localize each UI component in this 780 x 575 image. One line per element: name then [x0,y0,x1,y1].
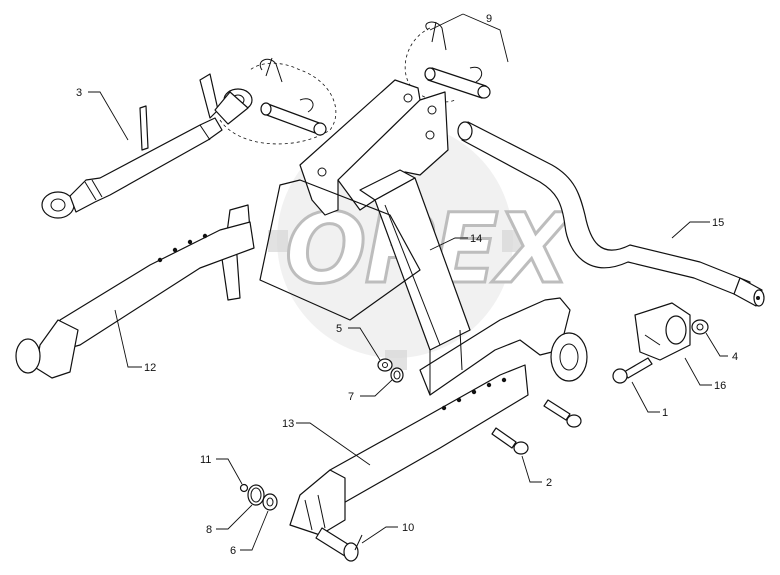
callout-7: 7 [348,391,354,403]
callout-labels: 3 9 15 14 12 13 5 7 4 16 1 2 11 8 6 10 [76,13,738,557]
clamp-block-part-16 [634,302,691,361]
bolt-part-1 [612,357,653,384]
lower-pin-part-10 [315,527,363,562]
washer-part-7 [390,367,404,383]
callout-12: 12 [144,362,156,374]
callout-16: 16 [714,380,726,392]
bolts-part-2 [491,399,582,455]
headstock-frame-part-14 [259,79,588,396]
leader-lines [88,13,728,551]
callout-5: 5 [336,323,342,335]
upper-pins-part-9 [424,21,491,99]
snap-ring-part-8 [247,484,265,506]
callout-10: 10 [402,522,414,534]
callout-1: 1 [662,407,668,419]
top-link-pin [259,57,327,136]
washer-part-6 [262,493,278,511]
callout-11: 11 [200,454,211,466]
callout-9: 9 [486,13,492,25]
callout-8: 8 [206,524,212,536]
callout-6: 6 [230,545,236,557]
nut-part-5 [377,358,393,372]
callout-3: 3 [76,87,82,99]
retaining-ball-part-11 [239,483,249,493]
lower-link-left-part-12 [15,204,255,379]
cross-shaft-part-15 [457,121,765,307]
callout-13: 13 [282,418,294,430]
callout-15: 15 [712,217,724,229]
nut-part-4 [691,319,709,335]
callout-2: 2 [546,477,552,489]
callout-14: 14 [470,233,482,245]
lower-link-right-part-13 [289,364,529,536]
top-link-part-3 [41,73,253,219]
callout-4: 4 [732,351,738,363]
